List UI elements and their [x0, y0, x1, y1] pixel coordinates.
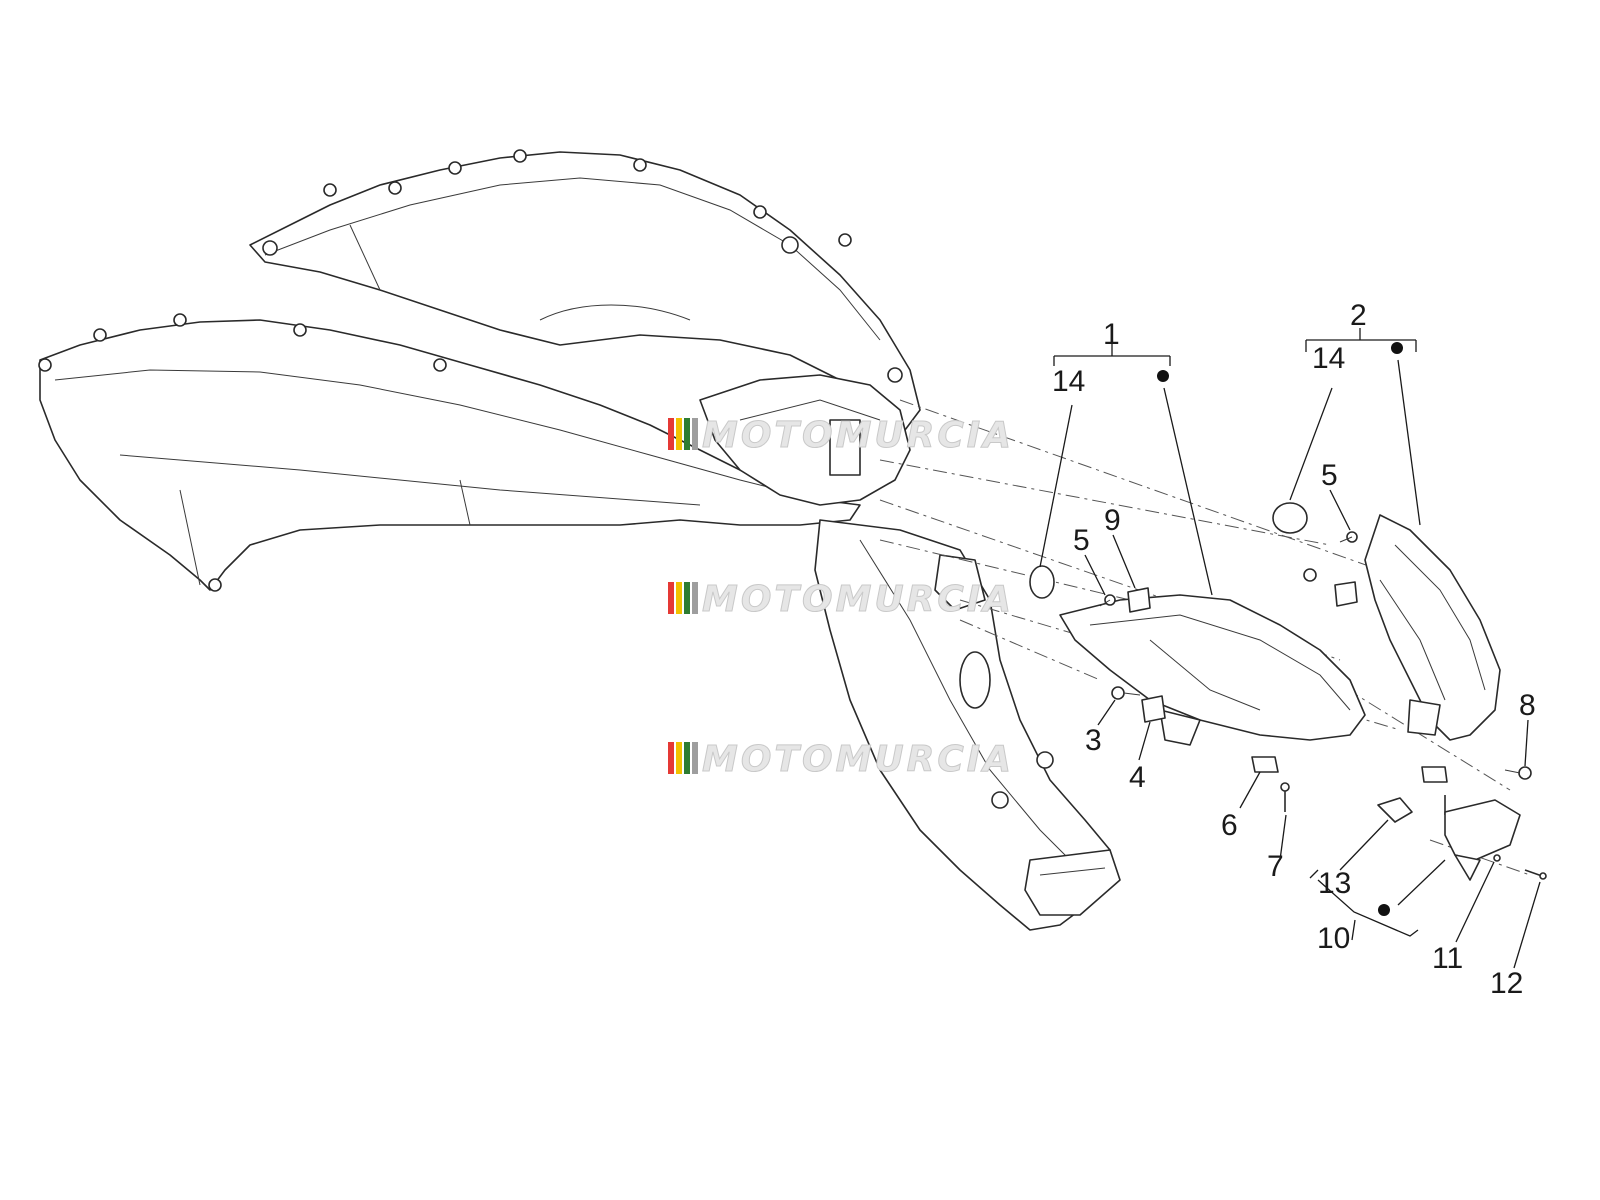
callout-7: 7 [1267, 850, 1284, 883]
callout-6: 6 [1221, 809, 1238, 842]
leader-lines [1039, 328, 1541, 969]
callout-5-right: 5 [1321, 459, 1338, 492]
bullet-dot-2 [1391, 342, 1403, 354]
fasteners [1099, 531, 1547, 881]
callout-11: 11 [1432, 942, 1463, 975]
callout-8: 8 [1519, 689, 1536, 722]
watermark-text-2: MOTOMURCIA [702, 579, 1014, 620]
watermark-2: MOTOMURCIA [668, 579, 1014, 621]
callout-9: 9 [1104, 504, 1121, 537]
callout-2: 2 [1350, 299, 1367, 332]
rear-mudguard [814, 519, 1121, 931]
callout-4: 4 [1129, 761, 1146, 794]
callout-14-left: 14 [1052, 365, 1085, 398]
callout-1: 1 [1103, 318, 1120, 351]
callout-12: 12 [1490, 967, 1523, 1000]
bulb-left [1029, 565, 1055, 599]
right-taillight [1364, 514, 1501, 741]
left-taillight [1059, 594, 1366, 746]
bulb-right [1272, 502, 1308, 534]
watermark-text-1: MOTOMURCIA [702, 415, 1014, 456]
callout-3: 3 [1085, 724, 1102, 757]
callout-labels: 1 14 2 14 5 9 5 8 3 4 6 7 13 10 11 12 [1052, 299, 1536, 1000]
callout-10: 10 [1317, 922, 1350, 955]
lower-side-cover [38, 313, 861, 592]
watermark-1: MOTOMURCIA [668, 415, 1014, 457]
watermark-text-3: MOTOMURCIA [702, 739, 1014, 780]
callout-5-left: 5 [1073, 524, 1090, 557]
bullet-dot-10 [1378, 904, 1390, 916]
tail-support-bracket [699, 374, 911, 506]
bullet-dot-1 [1157, 370, 1169, 382]
callout-13: 13 [1318, 867, 1351, 900]
watermark-3: MOTOMURCIA [668, 739, 1014, 781]
upper-side-cover [249, 149, 921, 431]
callout-14-right: 14 [1312, 342, 1345, 375]
